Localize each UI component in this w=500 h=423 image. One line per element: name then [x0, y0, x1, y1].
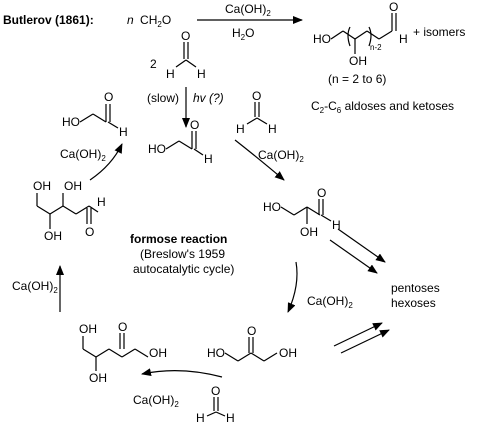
svg-text:H: H [119, 125, 128, 139]
dihydroxyacetone: HO O OH [207, 324, 297, 362]
reactant-formaldehyde: n CH2O [127, 13, 171, 29]
svg-text:O: O [317, 186, 326, 200]
to-sugars-arrow-c [333, 322, 383, 347]
svg-text:O: O [190, 118, 199, 132]
svg-text:OH: OH [44, 229, 62, 243]
svg-text:O: O [118, 320, 127, 334]
svg-text:n-2: n-2 [370, 43, 382, 52]
step-arrow-1 [234, 139, 285, 181]
svg-text:O: O [247, 324, 256, 338]
svg-text:H: H [97, 195, 106, 209]
butlerov-product-structure: HO O H OH n-2 [313, 0, 408, 68]
svg-text:O: O [104, 90, 113, 104]
n-range: (n = 2 to 6) [328, 72, 386, 86]
svg-text:HO: HO [148, 142, 166, 156]
butlerov-reagent-bottom: H2O [232, 26, 254, 42]
step-arrow-3 [141, 368, 223, 378]
formaldehyde-add-1: O H H [236, 89, 277, 136]
svg-text:OH: OH [279, 346, 297, 360]
glycolaldehyde-cycle: HO O H [148, 118, 213, 166]
svg-text:H: H [204, 152, 213, 166]
step-arrow-5 [89, 143, 123, 181]
ca-label-1: Ca(OH)2 [258, 148, 304, 164]
svg-text:OH: OH [149, 346, 167, 360]
svg-text:H: H [268, 122, 277, 136]
formaldehyde-add-2: O H H [196, 384, 235, 423]
ketotetrose: OH O OH OH [79, 320, 167, 385]
cycle-subtitle-1: (Breslow's 1959 [140, 247, 225, 261]
to-sugars-arrow-b [329, 239, 378, 274]
svg-text:H: H [399, 32, 408, 46]
svg-text:OH: OH [33, 179, 51, 193]
svg-text:O: O [252, 89, 261, 103]
formaldehyde-dimerization: 2 O H H (slow) hv (?) [147, 29, 224, 128]
ca-label-5: Ca(OH)2 [60, 147, 106, 163]
svg-text:OH: OH [300, 225, 318, 239]
hexoses-label: hexoses [391, 296, 436, 310]
cycle-subtitle-2: autocatalytic cycle) [133, 262, 234, 276]
glyceraldehyde: HO O H OH [263, 186, 341, 239]
svg-text:O: O [85, 225, 94, 239]
pentoses-label: pentoses [391, 281, 440, 295]
to-sugars-arrow-a [337, 228, 386, 263]
cycle-title: formose reaction [130, 232, 227, 246]
plus-isomers: + isomers [413, 25, 465, 39]
svg-text:H: H [236, 122, 245, 136]
svg-text:H: H [332, 218, 341, 232]
slow-label: (slow) [147, 91, 179, 105]
glycolaldehyde-topleft: HO O H [62, 90, 128, 139]
svg-text:O: O [211, 384, 220, 398]
ca-label-4: Ca(OH)2 [12, 279, 58, 295]
hv-label: hv (?) [193, 91, 224, 105]
butlerov-equation: Butlerov (1861): n CH2O Ca(OH)2 H2O HO O… [3, 0, 465, 115]
stoich-two: 2 [150, 57, 157, 71]
svg-text:O: O [389, 0, 398, 14]
butlerov-title: Butlerov (1861): [3, 13, 94, 27]
svg-text:H: H [196, 411, 205, 423]
butlerov-reagent-top: Ca(OH)2 [225, 2, 271, 18]
svg-text:HO: HO [263, 200, 281, 214]
step-arrow-2 [287, 261, 298, 313]
svg-text:HO: HO [62, 115, 80, 129]
svg-text:HO: HO [207, 346, 225, 360]
svg-text:OH: OH [349, 54, 367, 68]
ca-label-3: Ca(OH)2 [133, 393, 179, 409]
svg-text:OH: OH [79, 322, 97, 336]
to-sugars-arrow-d [340, 329, 390, 354]
svg-text:OH: OH [64, 179, 82, 193]
svg-text:H: H [166, 67, 175, 81]
aldotetrose: OH OH OH H O [33, 179, 106, 243]
aldoses-ketoses-label: C2-C6 aldoses and ketoses [311, 99, 454, 115]
ca-label-2: Ca(OH)2 [307, 294, 353, 310]
svg-text:H: H [226, 411, 235, 423]
svg-text:OH: OH [89, 371, 107, 385]
svg-text:O: O [181, 29, 190, 43]
svg-text:HO: HO [313, 32, 331, 46]
svg-text:H: H [197, 67, 206, 81]
